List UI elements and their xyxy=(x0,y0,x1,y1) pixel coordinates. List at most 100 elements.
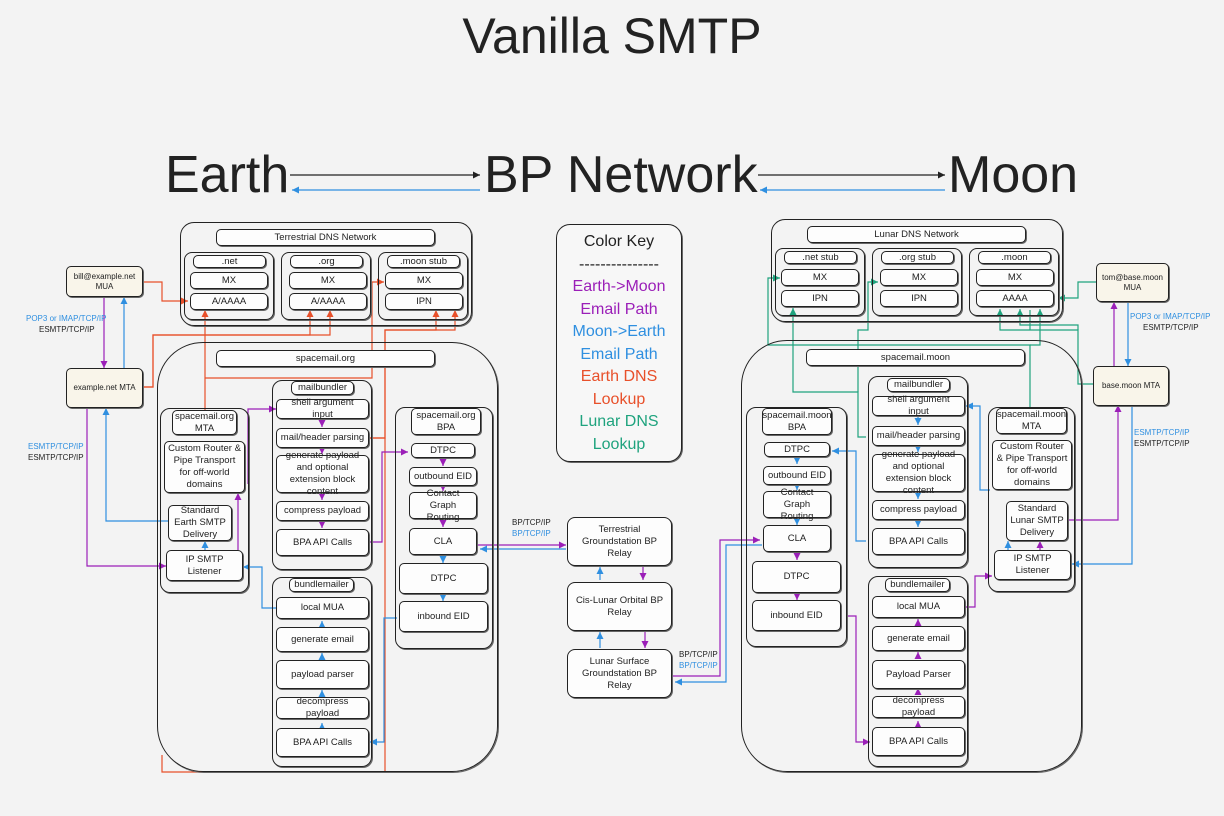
earth-bpa-dtpc-in: DTPC xyxy=(399,563,488,594)
relay-bottom-proto-blue: BP/TCP/IP xyxy=(679,661,718,670)
relay-bottom-proto-black: BP/TCP/IP xyxy=(679,650,718,659)
moon-bpa-title: spacemail.moon BPA xyxy=(762,408,832,435)
color-key-title: Color Key xyxy=(583,233,655,250)
moon-host-mta xyxy=(988,407,1075,592)
moon-stub-zone xyxy=(378,252,468,320)
earth-mta-proto-black: ESMTP/TCP/IP xyxy=(28,453,84,462)
moon-bundlemailer-api: BPA API Calls xyxy=(872,727,965,756)
earth-mailbundler-api: BPA API Calls xyxy=(276,529,369,556)
earth-local-mua: local MUA xyxy=(276,597,369,619)
moon-mailbundler xyxy=(868,376,968,568)
earth-cla: CLA xyxy=(409,528,477,555)
net-a-record: A/AAAA xyxy=(190,293,268,310)
moon-generate-payload: generate payload and optional extension … xyxy=(872,449,965,496)
moon-mailbundler-title: mailbundler xyxy=(887,378,950,392)
earth-custom-router: Custom Router & Pipe Transport for off-w… xyxy=(164,441,245,493)
key-moon-earth-1: Moon->Earth xyxy=(572,323,666,340)
moon-bpa xyxy=(746,407,847,647)
org-zone xyxy=(281,252,371,320)
terrestrial-dns-title: Terrestrial DNS Network xyxy=(216,229,435,246)
moon-smtp-delivery: Standard Lunar SMTP Delivery xyxy=(1006,501,1068,541)
moon-decompress-payload: decompress payload xyxy=(872,695,965,718)
moon-custom-router: Custom Router & Pipe Transport for off-w… xyxy=(992,440,1072,490)
earth-host-mta-title: spacemail.org MTA xyxy=(172,410,237,435)
lunar-moon-zone-title: .moon xyxy=(978,251,1051,264)
earth-bpa-dtpc: DTPC xyxy=(411,443,475,458)
earth-bundlemailer-title: bundlemailer xyxy=(289,578,354,592)
moon-bundlemailer-title: bundlemailer xyxy=(885,578,950,592)
moon-bpa-dtpc-in: DTPC xyxy=(752,561,841,593)
moon-stub-zone-title: .moon stub xyxy=(387,255,460,268)
color-key-separator: --------------- xyxy=(579,255,659,273)
moon-contact-graph-routing: Contact Graph Routing xyxy=(763,487,831,522)
earth-generate-email: generate email xyxy=(276,627,369,652)
earth-compress-payload: compress payload xyxy=(276,501,369,521)
earth-mua-proto-black: ESMTP/TCP/IP xyxy=(39,325,95,334)
spacemail-org-host xyxy=(157,342,498,772)
moon-shell-input: shell argument input xyxy=(872,394,965,417)
lunar-net-stub-ipn: IPN xyxy=(781,290,859,307)
org-zone-title: .org xyxy=(290,255,363,268)
earth-smtp-listener: IP SMTP Listener xyxy=(166,550,243,581)
spacemail-org-title: spacemail.org xyxy=(216,350,435,367)
earth-bundlemailer-api: BPA API Calls xyxy=(276,728,369,757)
key-earth-dns-2: Lookup xyxy=(592,390,646,408)
key-earth-moon-1: Earth->Moon xyxy=(572,278,666,295)
earth-payload-parser: payload parser xyxy=(276,660,369,689)
earth-bpa xyxy=(395,407,493,649)
earth-inbound-eid: inbound EID xyxy=(399,601,488,632)
earth-smtp-delivery: Standard Earth SMTP Delivery xyxy=(168,505,232,541)
relay-top-proto-black: BP/TCP/IP xyxy=(512,518,551,527)
lunar-dns-title: Lunar DNS Network xyxy=(807,226,1026,243)
net-zone-title: .net xyxy=(193,255,266,268)
lunar-net-stub-title: .net stub xyxy=(784,251,857,264)
lunar-net-stub-mx: MX xyxy=(781,269,859,286)
moon-bundlemailer xyxy=(868,576,968,767)
terrestrial-dns-network xyxy=(180,222,472,326)
earth-mta-proto-blue: ESMTP/TCP/IP xyxy=(28,442,84,451)
moon-payload-parser: Payload Parser xyxy=(872,660,965,689)
earth-host-mta xyxy=(160,408,249,593)
earth-decompress-payload: decompress payload xyxy=(276,696,369,719)
spacemail-moon-host xyxy=(741,340,1082,772)
key-lunar-dns-2: Lookup xyxy=(592,435,646,453)
moon-mua-proto-black: ESMTP/TCP/IP xyxy=(1143,323,1199,332)
lunar-moon-mx: MX xyxy=(976,269,1054,286)
earth-bpa-title: spacemail.org BPA xyxy=(411,408,481,435)
moon-inbound-eid: inbound EID xyxy=(752,600,841,631)
spacemail-moon-title: spacemail.moon xyxy=(806,349,1025,366)
lunar-org-stub-mx: MX xyxy=(880,269,958,286)
org-a-record: A/AAAA xyxy=(289,293,367,310)
page-title: Vanilla SMTP xyxy=(462,8,762,64)
moon-compress-payload: compress payload xyxy=(872,500,965,520)
net-mx-record: MX xyxy=(190,272,268,289)
moon-mua: tom@base.moon MUA xyxy=(1096,263,1169,302)
earth-shell-input: shell argument input xyxy=(276,397,369,420)
key-earth-dns-1: Earth DNS xyxy=(580,368,658,385)
moon-heading: Moon xyxy=(948,146,1079,204)
net-zone xyxy=(184,252,274,320)
moon-mta: base.moon MTA xyxy=(1093,366,1169,406)
moon-generate-email: generate email xyxy=(872,626,965,651)
moon-stub-mx-record: MX xyxy=(385,272,463,289)
key-lunar-dns-1: Lunar DNS xyxy=(579,413,659,430)
color-key: Color Key --------------- Earth->Moon Em… xyxy=(556,224,682,462)
moon-bpa-dtpc: DTPC xyxy=(764,442,830,457)
bp-network-heading: BP Network xyxy=(484,146,758,204)
earth-contact-graph-routing: Contact Graph Routing xyxy=(409,488,477,523)
moon-mua-proto-blue: POP3 or IMAP/TCP/IP xyxy=(1130,312,1211,321)
lunar-org-stub-zone xyxy=(872,248,962,316)
lunar-net-stub-zone xyxy=(775,248,865,316)
moon-mailbundler-api: BPA API Calls xyxy=(872,528,965,555)
moon-host-mta-title: spacemail.moon MTA xyxy=(996,408,1067,434)
moon-local-mua: local MUA xyxy=(872,596,965,618)
lunar-org-stub-ipn: IPN xyxy=(880,290,958,307)
moon-mta-proto-black: ESMTP/TCP/IP xyxy=(1134,439,1190,448)
earth-generate-payload: generate payload and optional extension … xyxy=(276,450,369,497)
moon-outbound-eid: outbound EID xyxy=(763,466,831,485)
earth-mailbundler xyxy=(272,380,372,570)
moon-cla: CLA xyxy=(763,525,831,552)
earth-bundlemailer xyxy=(272,577,372,767)
lunar-moon-aaaa: AAAA xyxy=(976,290,1054,307)
earth-outbound-eid: outbound EID xyxy=(409,467,477,486)
